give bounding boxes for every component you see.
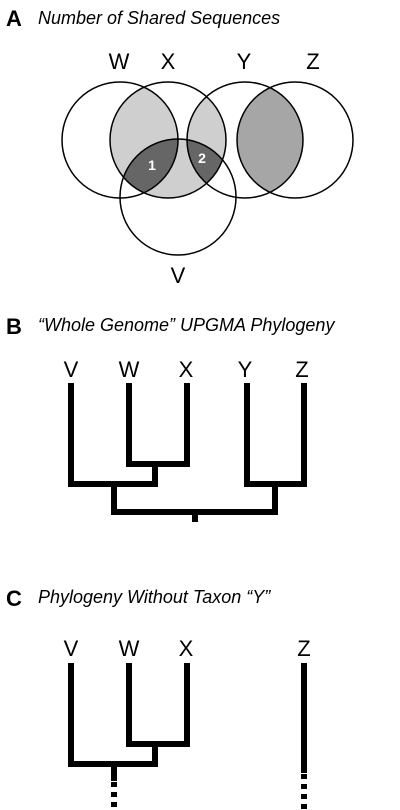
label-z: Z [306,49,319,74]
tip-label-z: Z [295,357,308,382]
tip-label-x: X [179,636,194,661]
region-y-z [237,82,303,198]
panel-c-title: Phylogeny Without Taxon “Y” [38,587,271,607]
tip-label-w: W [119,357,140,382]
circle-v [119,138,237,256]
panel-a: A Number of Shared Sequences [0,0,400,300]
unresolved-continuation [111,774,307,810]
label-v: V [171,263,186,288]
region-w-x-v [120,139,178,198]
circle-x [109,81,227,199]
label-w: W [109,49,130,74]
panel-c: C Phylogeny Without Taxon “Y” V W X Z [0,570,400,810]
circle-z [236,81,354,199]
region-label-2: 2 [198,150,206,166]
upgma-tree: V W X Y Z [64,357,309,522]
pruned-tree: V W X Z [64,636,311,810]
panel-b-letter: B [6,314,22,339]
tip-label-w: W [119,636,140,661]
tip-label-z: Z [297,636,310,661]
tip-label-v: V [64,357,79,382]
venn-diagram: W X Y Z V 1 2 [61,49,354,288]
region-label-1: 1 [148,157,156,173]
panel-a-letter: A [6,6,22,31]
panel-b-title: “Whole Genome” UPGMA Phylogeny [38,315,335,335]
region-x-y-v [187,139,226,198]
panel-a-title: Number of Shared Sequences [38,8,281,28]
tip-label-x: X [179,357,194,382]
panel-b: B “Whole Genome” UPGMA Phylogeny V W X Y… [0,300,400,540]
tip-label-v: V [64,636,79,661]
panel-c-letter: C [6,586,22,611]
tip-label-y: Y [238,357,253,382]
label-y: Y [237,49,252,74]
label-x: X [161,49,176,74]
